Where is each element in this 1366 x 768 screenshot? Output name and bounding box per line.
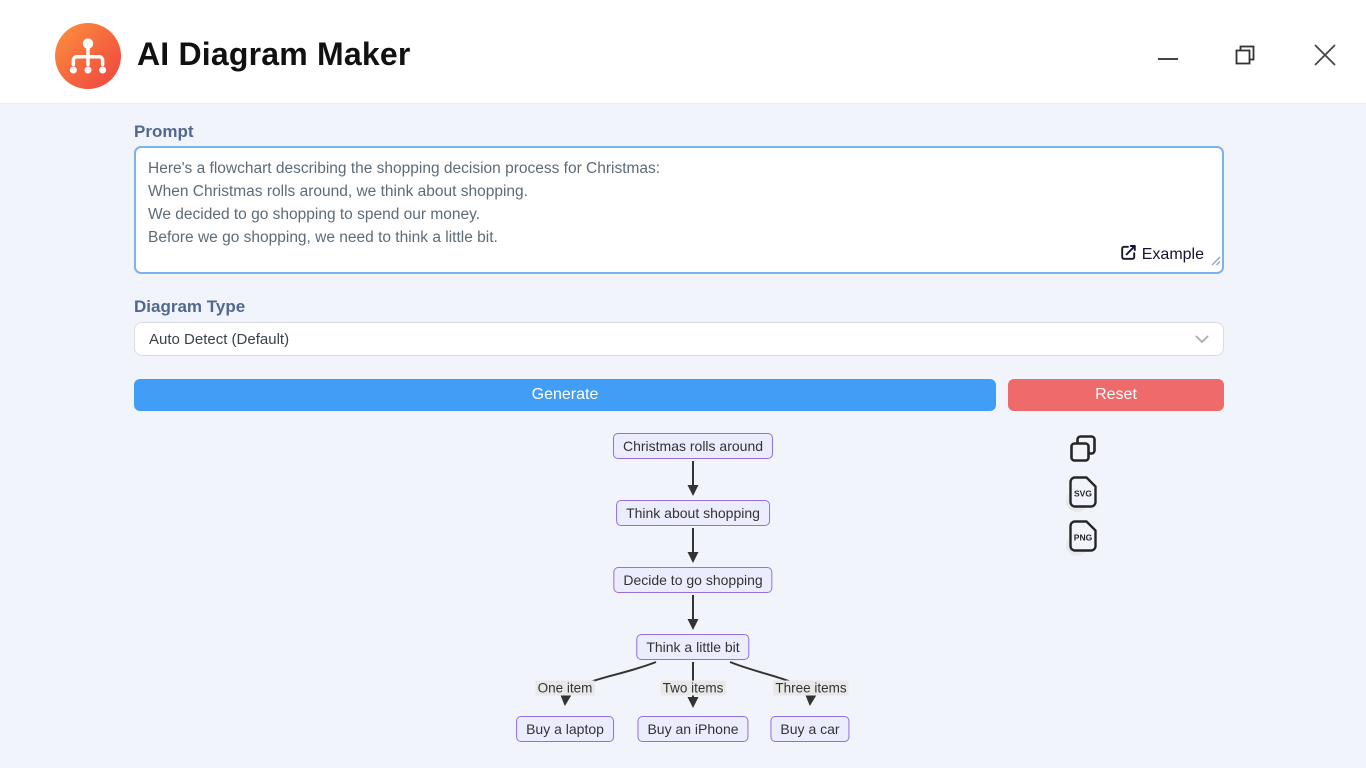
sitemap-icon [65,31,111,82]
titlebar: AI Diagram Maker [0,0,1366,104]
prompt-label: Prompt [134,122,194,141]
edge-label: Two items [660,680,726,696]
export-svg-button[interactable]: SVG [1066,475,1100,512]
example-button[interactable]: Example [1120,244,1204,266]
flowchart-node: Decide to go shopping [613,567,773,593]
svg-badge-text: SVG [1074,488,1092,498]
page-title: AI Diagram Maker [137,36,411,72]
edge-label: One item [535,680,595,696]
edge-label: Three items [773,680,849,696]
flowchart-node: Buy an iPhone [637,716,749,742]
png-file-icon: PNG [1069,519,1097,555]
app-logo [55,23,121,89]
edit-square-icon [1120,244,1137,266]
prompt-field-wrapper: Here's a flowchart describing the shoppi… [134,146,1224,274]
minimize-button[interactable] [1148,38,1188,74]
restore-button[interactable] [1225,38,1265,74]
diagram-type-label: Diagram Type [134,297,246,316]
textarea-resize-grip[interactable] [1210,253,1221,271]
reset-button[interactable]: Reset [1008,379,1224,411]
copy-diagram-button[interactable] [1066,433,1100,467]
png-badge-text: PNG [1074,532,1093,542]
close-button[interactable] [1305,38,1345,74]
diagram-type-selected-value: Auto Detect (Default) [149,330,290,348]
chevron-down-icon [1195,330,1209,348]
diagram-type-select[interactable]: Auto Detect (Default) [134,322,1224,356]
minimize-icon [1158,49,1178,64]
flowchart-node: Think a little bit [636,634,750,660]
flowchart-node: Think about shopping [616,500,770,526]
close-icon [1314,43,1336,69]
export-png-button[interactable]: PNG [1066,519,1100,556]
prompt-input[interactable]: Here's a flowchart describing the shoppi… [134,146,1224,274]
flowchart-node: Christmas rolls around [612,433,774,459]
generate-button[interactable]: Generate [134,379,996,411]
example-button-label: Example [1141,246,1204,263]
svg-file-icon: SVG [1069,475,1097,511]
restore-icon [1235,45,1255,68]
flowchart-node: Buy a laptop [516,716,614,742]
copy-icon [1068,434,1098,467]
flowchart-node: Buy a car [770,716,850,742]
